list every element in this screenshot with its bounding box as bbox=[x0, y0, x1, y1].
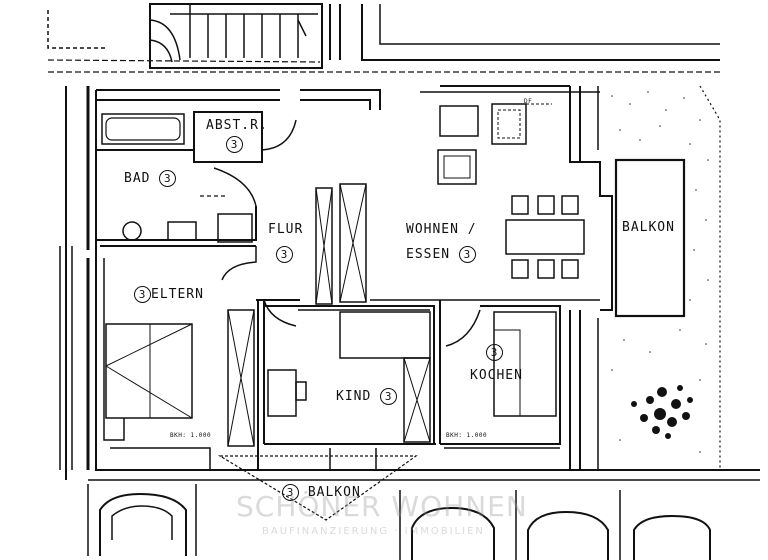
annotation-df: DF bbox=[524, 98, 533, 105]
room-number-flur: 3 bbox=[276, 246, 293, 263]
room-label-essen: ESSEN 3 bbox=[406, 246, 476, 263]
shrub bbox=[631, 385, 693, 439]
watermark-title: SCHÖNER WOHNEN bbox=[236, 490, 528, 523]
room-label-kochen: KOCHEN bbox=[470, 368, 523, 383]
watermark-subtitle: BAUFINANZIERUNG · IMMOBILIEN bbox=[262, 526, 485, 537]
terrain-hatching bbox=[611, 91, 709, 453]
room-label-abst: ABST.R. bbox=[206, 118, 268, 133]
room-label-bad: BAD 3 bbox=[124, 170, 177, 187]
annotation-bkh-left: BKH: 1.000 bbox=[170, 432, 212, 439]
staircase bbox=[149, 3, 323, 69]
room-label-flur: FLUR bbox=[268, 222, 304, 237]
room-number-kochen: 3 bbox=[486, 344, 503, 361]
annotation-bkh-right: BKH: 1.000 bbox=[446, 432, 488, 439]
parking-car-left bbox=[99, 492, 187, 556]
room-label-balkon-side: BALKON bbox=[622, 220, 675, 235]
parking-car-right bbox=[527, 510, 711, 560]
room-number-abst: 3 bbox=[226, 136, 243, 153]
room-label-kind: KIND 3 bbox=[336, 388, 398, 405]
parking-car-mid bbox=[411, 506, 495, 560]
room-label-balkon-bottom: 3 BALKON bbox=[282, 484, 361, 501]
room-label-wohnen: WOHNEN / bbox=[406, 222, 477, 237]
